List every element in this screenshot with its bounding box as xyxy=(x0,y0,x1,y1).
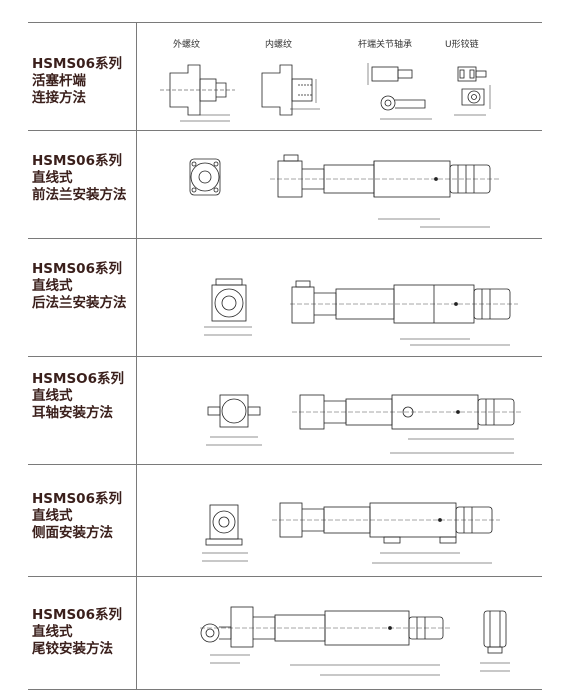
row-title: HSMS06系列 直线式 尾铰安装方法 xyxy=(32,607,134,658)
front-flange-drawing xyxy=(140,131,542,239)
column-divider xyxy=(136,23,137,131)
rear-clevis-drawing xyxy=(140,577,542,689)
rod-end-drawing-svg xyxy=(160,63,491,122)
row-trunnion: HSMSO6系列 直线式 耳轴安装方法 xyxy=(28,356,542,465)
row-rod-end: HSMS06系列 活塞杆端 连接方法 外螺纹 内螺纹 杆端关节轴承 U形铰链 xyxy=(28,22,542,131)
title-line-2: 直线式 xyxy=(32,388,73,404)
title-line-1: HSMS06系列 xyxy=(32,56,122,72)
trunnion-drawing xyxy=(140,357,542,465)
row-rear-flange: HSMS06系列 直线式 后法兰安装方法 xyxy=(28,238,542,357)
header-internal-thread: 内螺纹 xyxy=(265,40,293,50)
title-line-3: 侧面安装方法 xyxy=(32,525,113,541)
row-title: HSMS06系列 活塞杆端 连接方法 xyxy=(32,56,134,107)
row-side-mount: HSMS06系列 直线式 侧面安装方法 xyxy=(28,464,542,577)
row-title: HSMS06系列 直线式 后法兰安装方法 xyxy=(32,261,134,312)
flange-end-view xyxy=(204,278,252,336)
title-line-2: 直线式 xyxy=(32,624,73,640)
actuator-side-view xyxy=(290,280,518,346)
row-title: HSMS06系列 直线式 前法兰安装方法 xyxy=(32,153,134,204)
internal-thread-drawing xyxy=(261,64,320,116)
rod-end-drawings: 外螺纹 内螺纹 杆端关节轴承 U形铰链 xyxy=(140,23,542,131)
header-external-thread: 外螺纹 xyxy=(173,40,201,50)
actuator-side-view xyxy=(272,502,500,564)
title-line-1: HSMS06系列 xyxy=(32,607,122,623)
column-divider xyxy=(136,577,137,689)
u-clevis-drawing xyxy=(454,66,491,116)
header-rod-end-bearing: 杆端关节轴承 xyxy=(358,40,413,50)
row-front-flange: HSMS06系列 直线式 前法兰安装方法 xyxy=(28,130,542,239)
header-u-clevis: U形铰链 xyxy=(445,40,479,50)
title-line-3: 后法兰安装方法 xyxy=(32,295,127,311)
title-line-2: 活塞杆端 xyxy=(32,73,86,89)
rod-end-bearing-drawing xyxy=(367,63,432,120)
trunnion-drawing-svg xyxy=(206,394,522,454)
column-divider xyxy=(136,131,137,239)
side-mount-drawing xyxy=(140,465,542,577)
actuator-side-view xyxy=(270,154,500,228)
rear-flange-drawing-svg xyxy=(204,278,518,346)
actuator-side-view xyxy=(292,394,522,454)
actuator-side-view xyxy=(200,606,452,676)
title-line-1: HSMSO6系列 xyxy=(32,371,125,387)
side-mount-drawing-svg xyxy=(202,502,500,564)
rear-flange-drawing xyxy=(140,239,542,357)
title-line-1: HSMS06系列 xyxy=(32,491,122,507)
row-title: HSMSO6系列 直线式 耳轴安装方法 xyxy=(32,371,134,422)
row-title: HSMS06系列 直线式 侧面安装方法 xyxy=(32,491,134,542)
row-rear-clevis: HSMS06系列 直线式 尾铰安装方法 xyxy=(28,576,542,690)
column-divider xyxy=(136,357,137,465)
clevis-end-view xyxy=(480,610,510,672)
title-line-3: 连接方法 xyxy=(32,90,86,106)
external-thread-drawing xyxy=(160,64,235,122)
title-line-3: 前法兰安装方法 xyxy=(32,187,127,203)
title-line-3: 尾铰安装方法 xyxy=(32,641,113,657)
column-divider xyxy=(136,239,137,357)
title-line-2: 直线式 xyxy=(32,508,73,524)
title-line-2: 直线式 xyxy=(32,278,73,294)
title-line-2: 直线式 xyxy=(32,170,73,186)
title-line-3: 耳轴安装方法 xyxy=(32,405,113,421)
trunnion-end-view xyxy=(206,394,262,446)
rear-clevis-drawing-svg xyxy=(200,606,510,676)
column-divider xyxy=(136,465,137,577)
front-flange-drawing-svg xyxy=(189,154,500,228)
flange-end-view xyxy=(189,158,221,196)
title-line-1: HSMS06系列 xyxy=(32,153,122,169)
side-mount-end-view xyxy=(202,504,248,562)
title-line-1: HSMS06系列 xyxy=(32,261,122,277)
